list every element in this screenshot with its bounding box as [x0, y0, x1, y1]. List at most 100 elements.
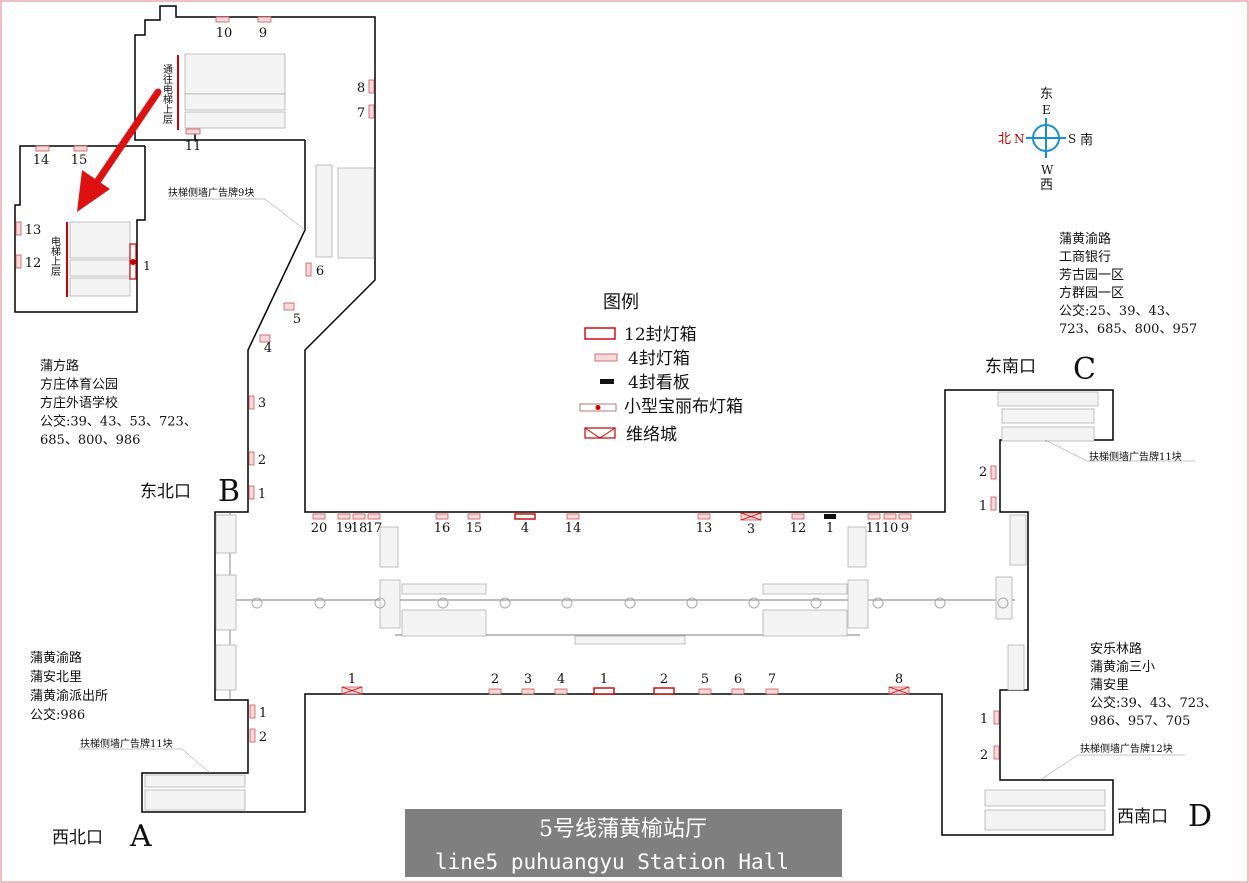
upper-corridor-wall: [134, 57, 196, 141]
ad-number: 1: [259, 706, 267, 721]
exit-d-label: 西南口 D: [1117, 799, 1212, 834]
ad-number: 4: [521, 521, 529, 536]
ad-box-4: [15, 254, 22, 269]
legend-item-banner: 小型宝丽布灯箱: [624, 397, 743, 417]
ad-number: 4: [557, 672, 565, 687]
info-line: 芳古园一区: [1059, 268, 1124, 283]
escalator-11-c-note: 扶梯侧墙广告牌11块: [1089, 450, 1182, 463]
title-en: line5 puhuangyu Station Hall: [435, 850, 789, 874]
ad-number: 1: [600, 672, 608, 687]
ad-box-4: [248, 451, 255, 466]
ad-box-4: [312, 513, 326, 520]
info-line: 蒲安里: [1090, 678, 1129, 693]
ad-box-4: [352, 513, 366, 520]
ad-number: 2: [259, 730, 267, 745]
ad-number: 18: [351, 521, 368, 536]
escalator-hall-left: [379, 579, 487, 637]
legend-swatch-vlc: [584, 427, 616, 439]
ad-box-4: [337, 513, 351, 520]
ad-number: 2: [979, 465, 987, 480]
ad-number: 2: [660, 672, 668, 687]
ad-box-4: [367, 513, 381, 520]
ad-box-4: [259, 334, 271, 343]
ad-number: 13: [25, 223, 42, 238]
legend-swatch-12: [584, 327, 616, 340]
ad-box-4: [73, 145, 88, 152]
info-line: 723、685、800、957: [1059, 322, 1197, 337]
stairs-hall: [379, 526, 867, 645]
legend: 图例 12封灯箱 4封灯箱 4封看板 小型宝丽布灯箱 维络城: [579, 292, 743, 445]
ad-number: 1: [143, 259, 151, 273]
ad-number: 1: [348, 672, 356, 687]
exit-a-label: 西北口 A: [52, 819, 152, 854]
legend-item-12-box: 12封灯箱: [624, 325, 697, 345]
compass-east: 东: [1040, 87, 1053, 102]
info-line: 公交:986: [30, 707, 85, 723]
ad-box-4: [249, 704, 256, 719]
ad-box-4: [554, 688, 568, 695]
info-line: 公交:39、43、723、: [1090, 695, 1217, 711]
ad-number: 2: [980, 748, 988, 763]
ad-number: 12: [25, 256, 42, 271]
ad-box-4: [467, 513, 481, 520]
ad-number: 15: [71, 153, 88, 168]
info-line: 蒲安北里: [30, 670, 82, 685]
ad-box-4: [791, 513, 805, 520]
exit-b-label: 东北口 B: [140, 474, 240, 509]
info-line: 工商银行: [1059, 250, 1111, 265]
ad-box-4: [15, 221, 22, 236]
escalator-elevator-room: [69, 221, 131, 297]
ad-number: 6: [316, 264, 324, 279]
info-line: 986、957、705: [1090, 714, 1190, 729]
ad-number: 15: [466, 521, 483, 536]
ad-box-4: [368, 104, 375, 119]
compass-east-letter: E: [1042, 103, 1051, 117]
info-line: 蒲黄渝路: [30, 650, 82, 666]
info-line: 685、800、986: [40, 433, 140, 448]
hall-wall-outline: [134, 5, 1114, 836]
ad-number: 13: [696, 521, 713, 536]
compass-south: 南: [1080, 132, 1093, 148]
ad-box-4: [35, 145, 50, 152]
ad-box-12: [514, 513, 536, 520]
ad-number: 17: [366, 521, 383, 536]
escalator-c-exit: [997, 391, 1099, 442]
pillar: [499, 597, 511, 609]
elevator-upper-note: 通往电梯上层: [161, 64, 173, 125]
ad-box-4: [488, 688, 502, 695]
arrow-icon: [77, 88, 162, 212]
info-line: 蒲黄渝派出所: [30, 688, 108, 704]
pillar: [810, 597, 822, 609]
ad-box-4: [883, 513, 897, 520]
elevator-note: 电梯上层: [49, 235, 61, 277]
ad-box-4: [283, 302, 295, 311]
svg-text:B: B: [218, 474, 240, 509]
ad-box-4: [435, 513, 449, 520]
info-block-c: 蒲黄渝路工商银行芳古园一区方群园一区公交:25、39、43、723、685、80…: [1059, 231, 1197, 337]
info-line: 安乐林路: [1090, 641, 1142, 657]
ad-number: 9: [259, 26, 267, 41]
info-line: 蒲黄渝路: [1059, 231, 1111, 247]
ad-box-12: [593, 687, 615, 695]
ad-box-4: [990, 465, 997, 480]
ad-number: 12: [790, 521, 807, 536]
pillar: [374, 597, 386, 609]
gates-right: [995, 514, 1027, 691]
ad-box-4: [993, 710, 1000, 725]
ad-box-4: [185, 128, 201, 135]
ad-number: 16: [434, 521, 451, 536]
legend-item-vlc: 维络城: [626, 425, 677, 445]
escalator-a-exit: [144, 774, 246, 811]
ad-number: 3: [747, 522, 755, 537]
pillar: [561, 597, 573, 609]
escalator-12-d-note: 扶梯侧墙广告牌12块: [1080, 742, 1173, 755]
svg-text:D: D: [1188, 799, 1212, 834]
ad-number: 2: [491, 672, 499, 687]
svg-text:东北口: 东北口: [140, 482, 191, 502]
ad-number: 3: [524, 672, 532, 687]
pillar: [997, 597, 1009, 609]
escalator-hall-right: [762, 579, 869, 637]
